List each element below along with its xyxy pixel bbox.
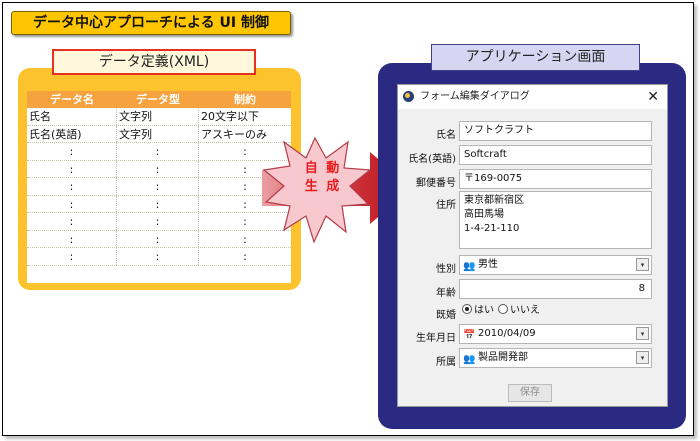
cell: :	[117, 178, 199, 195]
cell: :	[117, 143, 199, 160]
cell: :	[243, 162, 247, 176]
main-title: データ中心アプローチによる UI 制御	[11, 11, 291, 35]
gender-value: 男性	[478, 259, 498, 270]
people-icon: 👥	[463, 261, 476, 272]
table-row: : : :	[27, 195, 291, 213]
chevron-down-icon[interactable]: ▾	[636, 258, 649, 271]
app-logo-icon	[403, 91, 414, 102]
table-row: : : :	[27, 178, 291, 196]
cell: 氏名(英語)	[27, 125, 117, 142]
cell: :	[117, 230, 199, 247]
name-label: 氏名	[436, 130, 456, 141]
cell: :	[27, 230, 117, 247]
table-row: : : :	[27, 213, 291, 231]
cell: :	[27, 143, 117, 160]
auto-generate-line2: 生 成	[304, 179, 342, 194]
cell: 20文字以下	[201, 110, 259, 123]
married-label: 既婚	[436, 310, 456, 321]
address-field[interactable]: 東京都新宿区 高田馬場 1-4-21-110	[459, 191, 652, 249]
window-title: フォーム編集ダイアログ	[420, 91, 530, 102]
address-line: 高田馬場	[464, 209, 504, 220]
cell: :	[117, 213, 199, 230]
cell: :	[117, 160, 199, 177]
table-row: : : :	[27, 160, 291, 178]
chevron-down-icon[interactable]: ▾	[636, 351, 649, 364]
people-icon: 👥	[463, 354, 476, 365]
table-row: : : :	[27, 143, 291, 161]
address-line: 1-4-21-110	[464, 223, 520, 234]
birthday-value: 2010/04/09	[478, 328, 536, 339]
cell: :	[117, 195, 199, 212]
married-yes-text: はい	[474, 305, 494, 316]
birthday-label: 生年月日	[416, 333, 456, 344]
cell: 文字列	[117, 125, 199, 142]
gender-label: 性別	[436, 264, 456, 275]
cell: :	[27, 178, 117, 195]
table-row: : : :	[27, 230, 291, 248]
table-row: : : :	[27, 248, 291, 266]
birthday-picker[interactable]: 📅 2010/04/09 ▾	[459, 324, 652, 344]
married-no-radio[interactable]: いいえ	[498, 304, 540, 318]
cell: 文字列	[117, 108, 199, 125]
radio-unchecked-icon	[498, 304, 508, 314]
cell: :	[27, 160, 117, 177]
starburst-icon	[262, 136, 372, 244]
cell: :	[243, 250, 247, 263]
close-icon[interactable]: ✕	[647, 89, 659, 105]
calendar-icon: 📅	[463, 330, 476, 341]
radio-checked-icon	[462, 304, 472, 314]
cell: :	[27, 195, 117, 212]
definition-table-header: データ名 データ型 制約	[27, 91, 291, 108]
table-row: 氏名 文字列 20文字以下	[27, 108, 291, 126]
cell: 氏名	[27, 108, 117, 125]
age-field[interactable]: 8	[459, 279, 652, 299]
application-label: アプリケーション画面	[431, 44, 640, 71]
window-titlebar: フォーム編集ダイアログ ✕	[398, 85, 667, 109]
auto-generate-text: 自 動 生 成	[293, 160, 353, 196]
cell: :	[27, 248, 117, 265]
cell: :	[117, 248, 199, 265]
cell: アスキーのみ	[201, 127, 267, 141]
name-en-label: 氏名(英語)	[408, 154, 456, 165]
cell: :	[243, 145, 247, 158]
auto-generate-line1: 自 動	[304, 161, 342, 176]
age-label: 年齢	[436, 288, 456, 299]
save-button[interactable]: 保存	[508, 384, 552, 402]
address-label: 住所	[436, 200, 456, 211]
header-constraint: 制約	[234, 93, 256, 106]
married-yes-radio[interactable]: はい	[462, 304, 494, 318]
postal-label: 郵便番号	[416, 178, 456, 189]
cell: :	[243, 215, 247, 228]
cell: :	[243, 180, 247, 193]
definition-table: データ名 データ型 制約 氏名 文字列 20文字以下 氏名(英語) 文字列 アス…	[27, 91, 291, 283]
chevron-down-icon[interactable]: ▾	[636, 327, 649, 340]
name-en-field[interactable]: Softcraft	[459, 145, 652, 165]
name-field[interactable]: ソフトクラフト	[459, 121, 652, 141]
cell: :	[243, 197, 247, 211]
cell: :	[243, 232, 247, 246]
cell: :	[27, 213, 117, 230]
dept-select[interactable]: 👥 製品開発部 ▾	[459, 348, 652, 368]
address-line: 東京都新宿区	[464, 195, 524, 206]
gender-select[interactable]: 👥 男性 ▾	[459, 255, 652, 275]
dept-value: 製品開発部	[478, 352, 528, 363]
married-no-text: いいえ	[510, 305, 540, 316]
definition-label: データ定義(XML)	[52, 49, 256, 75]
header-data-type: データ型	[136, 93, 180, 106]
auto-generate-arrow	[262, 136, 412, 244]
header-data-name: データ名	[50, 93, 94, 106]
postal-field[interactable]: 〒169-0075	[459, 169, 652, 189]
table-row: 氏名(英語) 文字列 アスキーのみ	[27, 125, 291, 143]
dept-label: 所属	[436, 357, 456, 368]
